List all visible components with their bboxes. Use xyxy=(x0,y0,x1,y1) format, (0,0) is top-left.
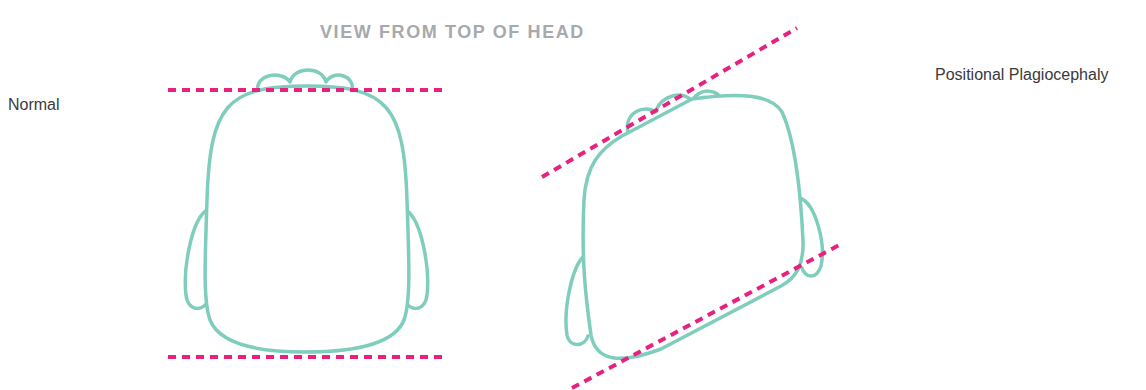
dashed-guide xyxy=(542,28,797,177)
dashed-guide xyxy=(572,243,843,388)
diagram-title: VIEW FROM TOP OF HEAD xyxy=(320,22,585,43)
view-label: Positional Plagiocephaly xyxy=(935,66,1108,84)
dashed-guide xyxy=(168,355,445,359)
normal-head xyxy=(205,86,409,352)
dashed-guide xyxy=(168,88,445,92)
view-label: Normal xyxy=(8,96,60,114)
